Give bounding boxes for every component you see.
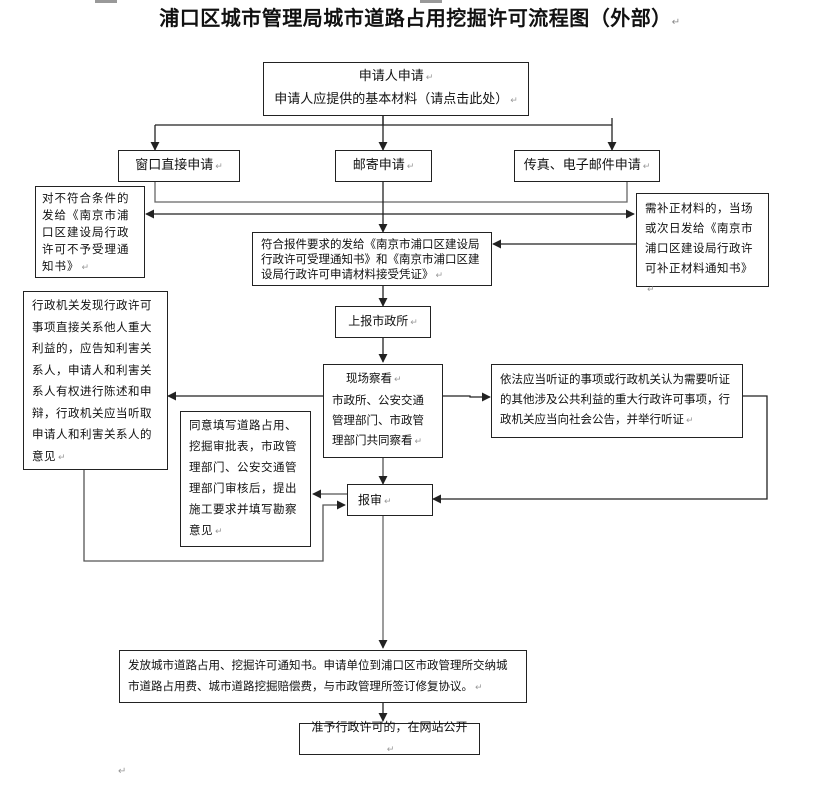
page-corner-mark-left [95, 0, 117, 3]
return-mark-icon: ↵ [58, 452, 67, 463]
return-mark-icon: ↵ [647, 285, 656, 295]
page-title-text: 浦口区城市管理局城市道路占用挖掘许可流程图（外部） [159, 6, 672, 30]
return-mark-icon: ↵ [406, 161, 415, 172]
node-interested-party[interactable]: 行政机关发现行政许可事项直接关系他人重大利益的，应告知利害关系人，申请人和利害关… [23, 291, 168, 470]
supplement-text: 需补正材料的，当场或次日发给《南京市浦口区建设局行政许可补正材料通知书》 [645, 201, 753, 275]
node-window-apply[interactable]: 窗口直接申请↵ [118, 150, 240, 182]
return-mark-icon: ↵ [386, 745, 395, 755]
review-label: 报审 [358, 493, 383, 507]
hearing-text: 依法应当听证的事项或行政机关认为需要听证的其他涉及公共利益的重大行政许可事项，行… [500, 372, 730, 426]
window-apply-label: 窗口直接申请 [135, 157, 214, 173]
node-mail-apply[interactable]: 邮寄申请↵ [335, 150, 432, 182]
return-mark-icon: ↵ [410, 317, 418, 328]
issue-notice-text: 发放城市道路占用、挖掘许可通知书。申请单位到浦口区市政管理所交纳城市道路占用费、… [128, 658, 508, 693]
return-mark-icon: ↵ [384, 497, 392, 507]
accept-text: 符合报件要求的发给《南京市浦口区建设局行政许可受理通知书》和《南京市浦口区建设局… [261, 237, 480, 281]
node-review[interactable]: 报审↵ [347, 484, 433, 516]
node-apply[interactable]: 申请人申请↵ 申请人应提供的基本材料（请点击此处）↵ [263, 62, 529, 116]
node-publish[interactable]: 准予行政许可的，在网站公开 ↵ [299, 720, 480, 755]
node-fax-email-apply[interactable]: 传真、电子邮件申请↵ [514, 150, 660, 182]
apply-title: 申请人申请 [358, 69, 424, 84]
return-mark-icon: ↵ [475, 683, 483, 693]
connector-window-merge [154, 182, 628, 203]
report-municipal-label: 上报市政所 [348, 313, 409, 328]
node-supplement[interactable]: 需补正材料的，当场或次日发给《南京市浦口区建设局行政许可补正材料通知书》 ↵ [636, 193, 769, 295]
return-mark-icon: ↵ [671, 17, 681, 28]
node-issue-notice[interactable]: 发放城市道路占用、挖掘许可通知书。申请单位到浦口区市政管理所交纳城市道路占用费、… [119, 650, 527, 703]
return-mark-icon: ↵ [435, 271, 444, 281]
node-accept[interactable]: 符合报件要求的发给《南京市浦口区建设局行政许可受理通知书》和《南京市浦口区建设局… [252, 232, 492, 286]
publish-label: 准予行政许可的，在网站公开 [311, 720, 468, 734]
page-title: 浦口区城市管理局城市道路占用挖掘许可流程图（外部）↵ [0, 2, 840, 31]
apply-materials-link[interactable]: 申请人应提供的基本材料（请点击此处） [274, 92, 509, 107]
site-inspection-title: 现场察看 [346, 371, 392, 385]
return-mark-icon: ↵ [215, 161, 223, 172]
node-approval-form[interactable]: 同意填写道路占用、挖掘审批表，市政管理部门、公安交通管理部门审核后，提出施工要求… [180, 411, 311, 547]
return-mark-icon: ↵ [425, 73, 434, 83]
return-mark-icon: ↵ [686, 416, 694, 426]
node-site-inspection[interactable]: 现场察看↵ 市政所、公安交通管理部门、市政管理部门共同察看↵ [323, 364, 443, 458]
approval-form-text: 同意填写道路占用、挖掘审批表，市政管理部门、公安交通管理部门审核后，提出施工要求… [189, 418, 297, 537]
mail-apply-label: 邮寄申请 [352, 157, 405, 173]
interested-party-text: 行政机关发现行政许可事项直接关系他人重大利益的，应告知利害关系人，申请人和利害关… [32, 298, 152, 463]
fax-email-apply-label: 传真、电子邮件申请 [523, 157, 641, 173]
arrow-to-hearing [443, 392, 491, 402]
page-corner-mark-right [420, 0, 442, 3]
return-mark-icon: ↵ [215, 527, 224, 537]
reject-text: 对不符合条件的发给《南京市浦口区建设局行政许可不予受理通知书》 [42, 191, 130, 273]
return-mark-icon: ↵ [81, 263, 91, 273]
paragraph-mark-icon: ↵ [118, 766, 127, 777]
return-mark-icon: ↵ [642, 161, 651, 172]
site-inspection-text: 市政所、公安交通管理部门、市政管理部门共同察看 [332, 393, 424, 447]
node-reject[interactable]: 对不符合条件的发给《南京市浦口区建设局行政许可不予受理通知书》↵ [35, 186, 145, 278]
node-hearing[interactable]: 依法应当听证的事项或行政机关认为需要听证的其他涉及公共利益的重大行政许可事项，行… [491, 364, 743, 438]
return-mark-icon: ↵ [510, 96, 518, 106]
return-mark-icon: ↵ [394, 375, 402, 385]
return-mark-icon: ↵ [414, 437, 423, 447]
node-report-municipal[interactable]: 上报市政所↵ [335, 306, 431, 338]
